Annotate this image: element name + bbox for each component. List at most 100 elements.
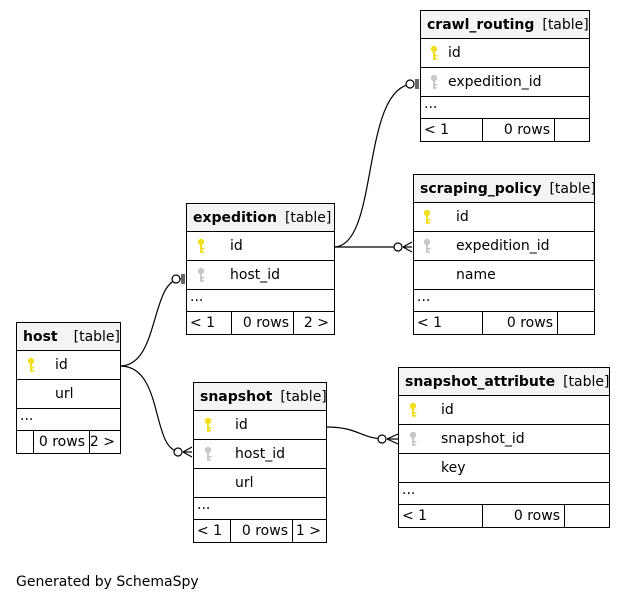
column-name: expedition_id [448, 74, 542, 90]
children-count[interactable] [555, 119, 589, 141]
column-row[interactable]: url [17, 380, 120, 409]
column-name: id [448, 45, 461, 61]
column-row[interactable]: id [399, 396, 609, 425]
column-row[interactable]: id [194, 411, 326, 440]
more-columns: ... [17, 409, 120, 431]
table-host[interactable]: host [table] id url ... 0 rows 2 > [16, 322, 121, 454]
row-count: 0 rows [483, 312, 558, 334]
key-icon [27, 357, 35, 372]
column-row[interactable]: expedition_id [414, 232, 594, 261]
table-footer: < 1 0 rows 2 > [187, 312, 334, 334]
more-columns: ... [187, 290, 334, 312]
table-type: [table] [284, 209, 332, 226]
column-name: id [235, 417, 248, 433]
key-icon [409, 402, 417, 417]
parents-count[interactable]: < 1 [194, 520, 231, 542]
edge-host-expedition [119, 274, 185, 367]
key-icon [197, 238, 205, 253]
column-name: id [441, 402, 454, 418]
table-type: [table] [542, 16, 589, 33]
more-columns: ... [414, 290, 594, 312]
table-header: scraping_policy [table] [414, 175, 596, 203]
column-name: key [441, 460, 466, 476]
column-row[interactable]: host_id [187, 261, 334, 290]
table-footer: 0 rows 2 > [17, 431, 120, 453]
key-icon [409, 431, 417, 446]
table-header: snapshot_attribute [table] [399, 368, 609, 396]
table-name: host [23, 328, 58, 345]
key-icon [204, 446, 212, 461]
table-name: crawl_routing [427, 16, 535, 33]
children-count[interactable]: 1 > [295, 523, 321, 539]
column-row[interactable]: id [187, 232, 334, 261]
row-count: 0 rows [34, 431, 90, 453]
table-scraping-policy[interactable]: scraping_policy [table] id expedition_id… [413, 174, 596, 335]
table-footer: < 1 0 rows [421, 119, 589, 141]
row-count: 0 rows [483, 119, 555, 141]
edge-expedition-crawl-routing [333, 79, 419, 248]
key-icon [204, 417, 212, 432]
children-count[interactable] [558, 312, 594, 334]
table-header: crawl_routing [table] [421, 11, 589, 39]
column-row[interactable]: snapshot_id [399, 425, 609, 454]
table-name: expedition [193, 209, 277, 226]
column-row[interactable]: id [421, 39, 589, 68]
parents-count[interactable]: < 1 [399, 505, 483, 527]
table-name: snapshot [200, 388, 273, 405]
parents-count[interactable] [17, 431, 34, 453]
edge-host-snapshot [119, 365, 193, 458]
more-columns: ... [421, 97, 589, 119]
edge-expedition-scraping-policy [334, 241, 413, 253]
more-columns: ... [399, 483, 609, 505]
key-icon [430, 74, 438, 89]
table-name: scraping_policy [420, 180, 542, 197]
key-icon [423, 209, 431, 224]
edge-snapshot-snapshot-attribute [325, 426, 399, 445]
column-name: url [55, 386, 74, 402]
column-name: id [230, 238, 243, 254]
table-header: expedition [table] [187, 204, 334, 232]
column-row[interactable]: id [17, 351, 120, 380]
column-row[interactable]: key [399, 454, 609, 483]
column-name: snapshot_id [441, 431, 525, 447]
column-name: name [456, 267, 496, 283]
column-name: host_id [235, 446, 285, 462]
children-count[interactable]: 2 > [89, 434, 115, 450]
column-row[interactable]: name [414, 261, 594, 290]
parents-count[interactable]: < 1 [187, 312, 232, 334]
table-header: snapshot [table] [194, 383, 327, 411]
table-footer: < 1 0 rows 1 > [194, 520, 326, 542]
column-row[interactable]: id [414, 203, 594, 232]
table-footer: < 1 0 rows [399, 505, 609, 527]
table-expedition[interactable]: expedition [table] id host_id ... < 1 0 … [186, 203, 335, 335]
row-count: 0 rows [231, 520, 293, 542]
generated-by-label: Generated by SchemaSpy [16, 574, 199, 590]
parents-count[interactable]: < 1 [421, 119, 483, 141]
column-name: id [456, 209, 469, 225]
row-count: 0 rows [483, 505, 565, 527]
column-row[interactable]: url [194, 469, 326, 498]
children-count[interactable]: 2 > [303, 315, 329, 331]
table-header: host [table] [17, 323, 120, 351]
table-type: [table] [73, 328, 121, 345]
column-name: expedition_id [456, 238, 550, 254]
column-name: id [55, 357, 68, 373]
children-count[interactable] [565, 505, 609, 527]
table-footer: < 1 0 rows [414, 312, 594, 334]
table-type: [table] [549, 180, 596, 197]
key-icon [423, 238, 431, 253]
parents-count[interactable]: < 1 [414, 312, 483, 334]
table-snapshot[interactable]: snapshot [table] id host_id url ... < 1 … [193, 382, 327, 543]
table-crawl-routing[interactable]: crawl_routing [table] id expedition_id .… [420, 10, 590, 142]
key-icon [430, 45, 438, 60]
table-type: [table] [280, 388, 327, 405]
key-icon [197, 267, 205, 282]
column-row[interactable]: host_id [194, 440, 326, 469]
table-name: snapshot_attribute [405, 373, 556, 390]
table-type: [table] [563, 373, 610, 390]
row-count: 0 rows [232, 312, 294, 334]
column-name: host_id [230, 267, 280, 283]
column-row[interactable]: expedition_id [421, 68, 589, 97]
table-snapshot-attribute[interactable]: snapshot_attribute [table] id snapshot_i… [398, 367, 610, 528]
